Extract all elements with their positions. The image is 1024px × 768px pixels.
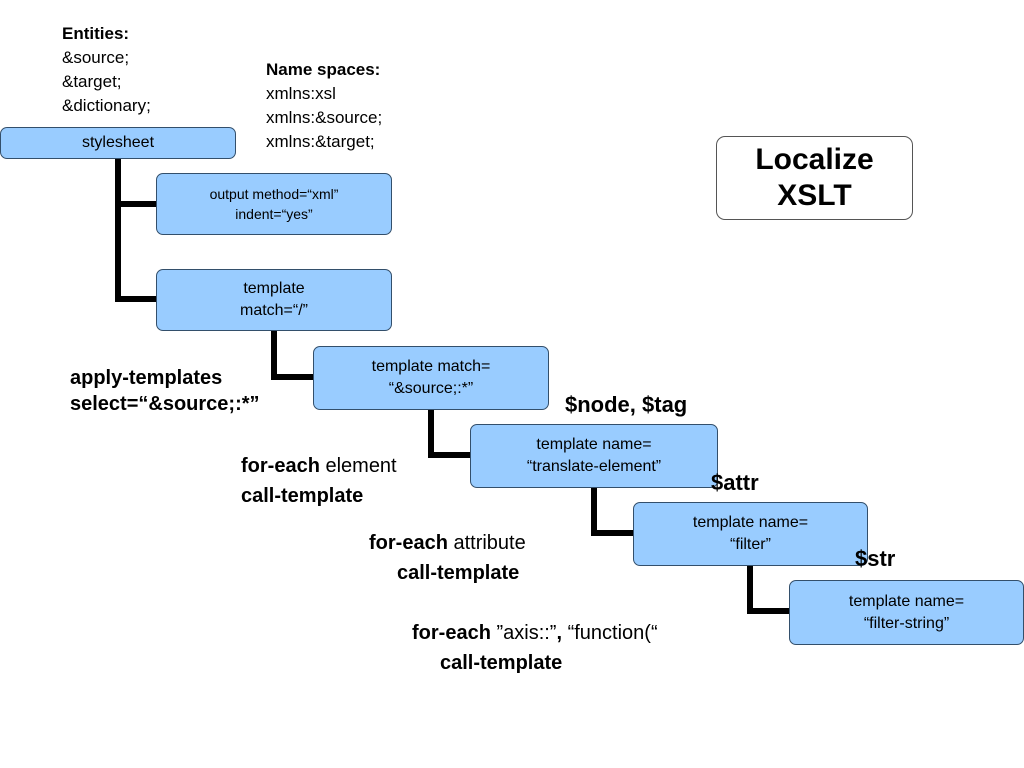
node-stylesheet: stylesheet	[0, 127, 236, 159]
namespace-item: xmlns:xsl	[266, 84, 336, 103]
entity-item: &dictionary;	[62, 96, 151, 115]
title-line: XSLT	[777, 179, 852, 212]
title-box: Localize XSLT	[716, 136, 913, 220]
foreach-target: ”axis::”	[490, 622, 557, 644]
node-label: template match=	[371, 358, 491, 375]
entities-block: Entities: &source; &target; &dictionary;	[62, 22, 151, 118]
annotation-apply-templates: apply-templates select=“&source;:*”	[70, 365, 260, 417]
foreach-target: “function(“	[562, 622, 658, 644]
node-label: template name=	[536, 436, 652, 453]
node-label: template name=	[848, 592, 965, 610]
node-label: stylesheet	[81, 134, 155, 151]
namespaces-block: Name spaces: xmlns:xsl xmlns:&source; xm…	[266, 58, 382, 154]
entity-item: &target;	[62, 72, 122, 91]
node-filter-string: template name= “filter-string”	[789, 580, 1024, 645]
entities-heading: Entities:	[62, 24, 130, 43]
connector-translate-filter	[591, 488, 633, 536]
connector-stylesheet-output	[115, 158, 156, 207]
node-label: indent=“yes”	[235, 206, 313, 222]
node-template-root: template match=“/”	[156, 269, 392, 331]
node-label: template	[243, 280, 305, 297]
param-node-tag: $node, $tag	[565, 392, 688, 417]
connector-filter-filterstring	[747, 566, 789, 614]
foreach-comma: ,	[556, 622, 563, 644]
namespaces-heading: Name spaces:	[266, 60, 381, 79]
param-str: $str	[855, 546, 896, 571]
node-label: “&source;:*”	[388, 380, 474, 397]
annotation-foreach-element: for-each element call-template	[241, 451, 397, 511]
namespace-item: xmlns:&target;	[266, 132, 375, 151]
node-label: output method=“xml”	[209, 186, 339, 202]
annotation-foreach-axis: for-each ”axis::”, “function(“ call-temp…	[412, 618, 658, 678]
node-label: template name=	[692, 514, 809, 531]
connector-template-source	[271, 331, 313, 380]
node-label: “filter”	[730, 536, 771, 553]
entity-item: &source;	[62, 48, 130, 67]
node-translate-element: template name= “translate-element”	[470, 424, 718, 488]
param-attr: $attr	[711, 470, 759, 495]
foreach-keyword: for-each	[412, 622, 491, 644]
node-label: match=“/”	[239, 302, 308, 319]
node-output: output method=“xml” indent=“yes”	[156, 173, 392, 235]
foreach-target: element	[319, 455, 397, 477]
annotation-line: apply-templates	[70, 367, 223, 389]
connector-stylesheet-template	[115, 200, 156, 302]
annotation-line: select=“&source;:*”	[70, 393, 260, 415]
node-filter: template name= “filter”	[633, 502, 868, 566]
call-template-label: call-template	[397, 562, 520, 584]
node-label: “filter-string”	[863, 614, 950, 632]
foreach-keyword: for-each	[369, 532, 448, 554]
call-template-label: call-template	[440, 652, 563, 674]
namespace-item: xmlns:&source;	[266, 108, 383, 127]
connector-source-translate	[428, 409, 470, 458]
call-template-label: call-template	[241, 485, 364, 507]
node-template-source: template match= “&source;:*”	[313, 346, 549, 410]
node-label: “translate-element”	[526, 458, 662, 475]
foreach-target: attribute	[447, 532, 526, 554]
title-line: Localize	[755, 143, 874, 176]
annotation-foreach-attribute: for-each attribute call-template	[369, 528, 526, 588]
foreach-keyword: for-each	[241, 455, 320, 477]
